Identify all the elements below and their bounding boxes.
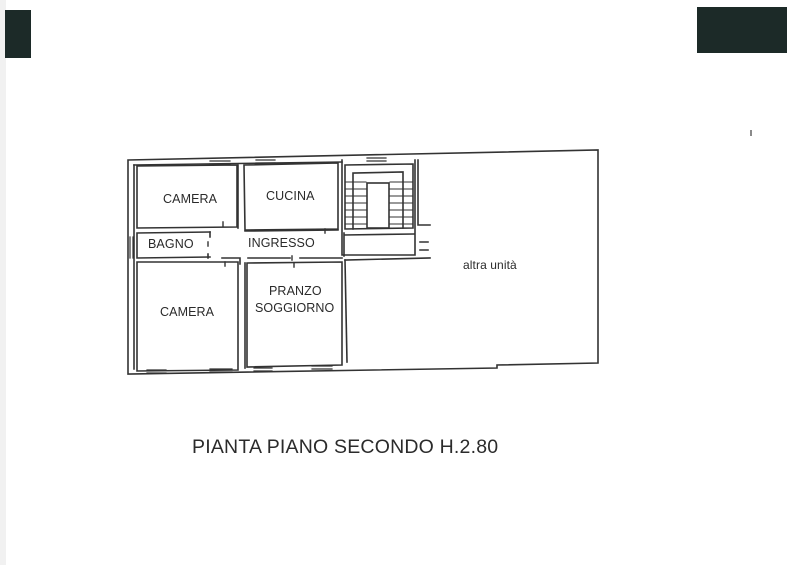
room-ingresso bbox=[221, 229, 343, 265]
room-label-pranzo: PRANZO bbox=[269, 284, 322, 298]
scan-registration-mark-left bbox=[5, 10, 31, 58]
room-label-cucina: CUCINA bbox=[266, 189, 315, 203]
stair-core bbox=[341, 159, 416, 256]
room-label-ingresso: INGRESSO bbox=[248, 236, 315, 250]
scan-speck bbox=[750, 130, 752, 136]
room-bagno bbox=[136, 231, 211, 259]
scan-edge-shadow bbox=[0, 0, 6, 565]
scan-registration-mark-right bbox=[697, 7, 787, 53]
room-camera-top bbox=[136, 164, 238, 229]
plan-title: PIANTA PIANO SECONDO H.2.80 bbox=[192, 436, 499, 458]
room-label-soggiorno: SOGGIORNO bbox=[255, 301, 335, 315]
room-label-camera-top: CAMERA bbox=[163, 192, 218, 206]
room-label-bagno: BAGNO bbox=[148, 237, 194, 251]
room-pranzo-soggiorno bbox=[246, 261, 343, 368]
room-cucina bbox=[243, 162, 339, 231]
room-label-camera-bottom: CAMERA bbox=[160, 305, 215, 319]
outer-wall bbox=[127, 149, 599, 375]
room-camera-bottom bbox=[136, 261, 239, 372]
room-label-altra-unita: altra unità bbox=[463, 258, 517, 272]
